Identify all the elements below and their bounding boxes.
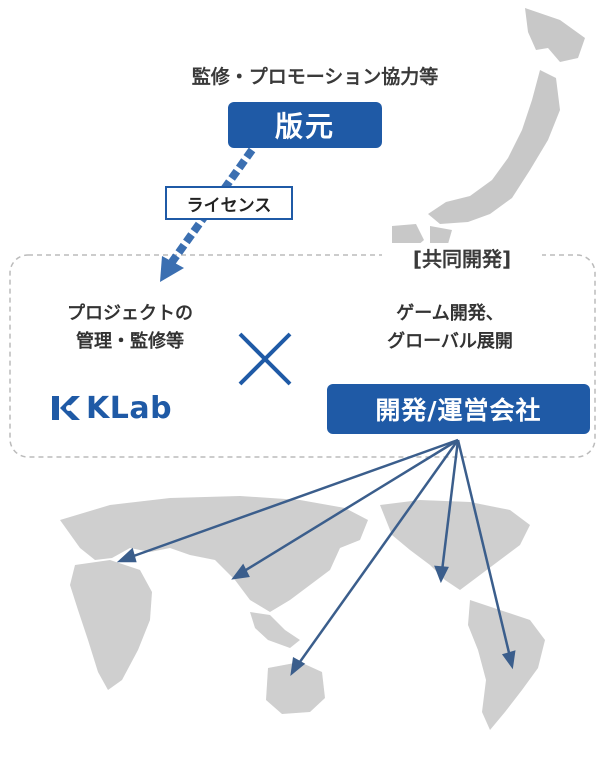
klab-role-line2: 管理・監修等	[76, 331, 184, 352]
joint-frame	[9, 254, 596, 458]
top-caption: 監修・プロモーション協力等	[191, 66, 439, 88]
klab-mark-icon	[52, 396, 80, 420]
license-arrow-head	[160, 256, 184, 282]
klab-role-line1: プロジェクトの	[67, 303, 193, 324]
publisher-box: 版元	[228, 102, 382, 148]
distribution-arrows	[116, 438, 516, 676]
klab-role-text: プロジェクトの 管理・監修等	[30, 300, 230, 356]
dev-company-box: 開発/運営会社	[327, 384, 590, 434]
license-label: ライセンス	[165, 186, 293, 220]
japan-map	[392, 8, 585, 252]
collaboration-cross-icon	[238, 332, 292, 386]
partner-role-line2: グローバル展開	[387, 331, 513, 352]
world-map	[60, 496, 545, 730]
klab-logo-text: KLab	[86, 390, 173, 426]
partner-role-line1: ゲーム開発、	[396, 303, 504, 324]
partner-role-text: ゲーム開発、 グローバル展開	[330, 300, 570, 356]
joint-development-label: [共同開発]	[382, 243, 542, 272]
klab-logo: KLab	[52, 388, 252, 428]
